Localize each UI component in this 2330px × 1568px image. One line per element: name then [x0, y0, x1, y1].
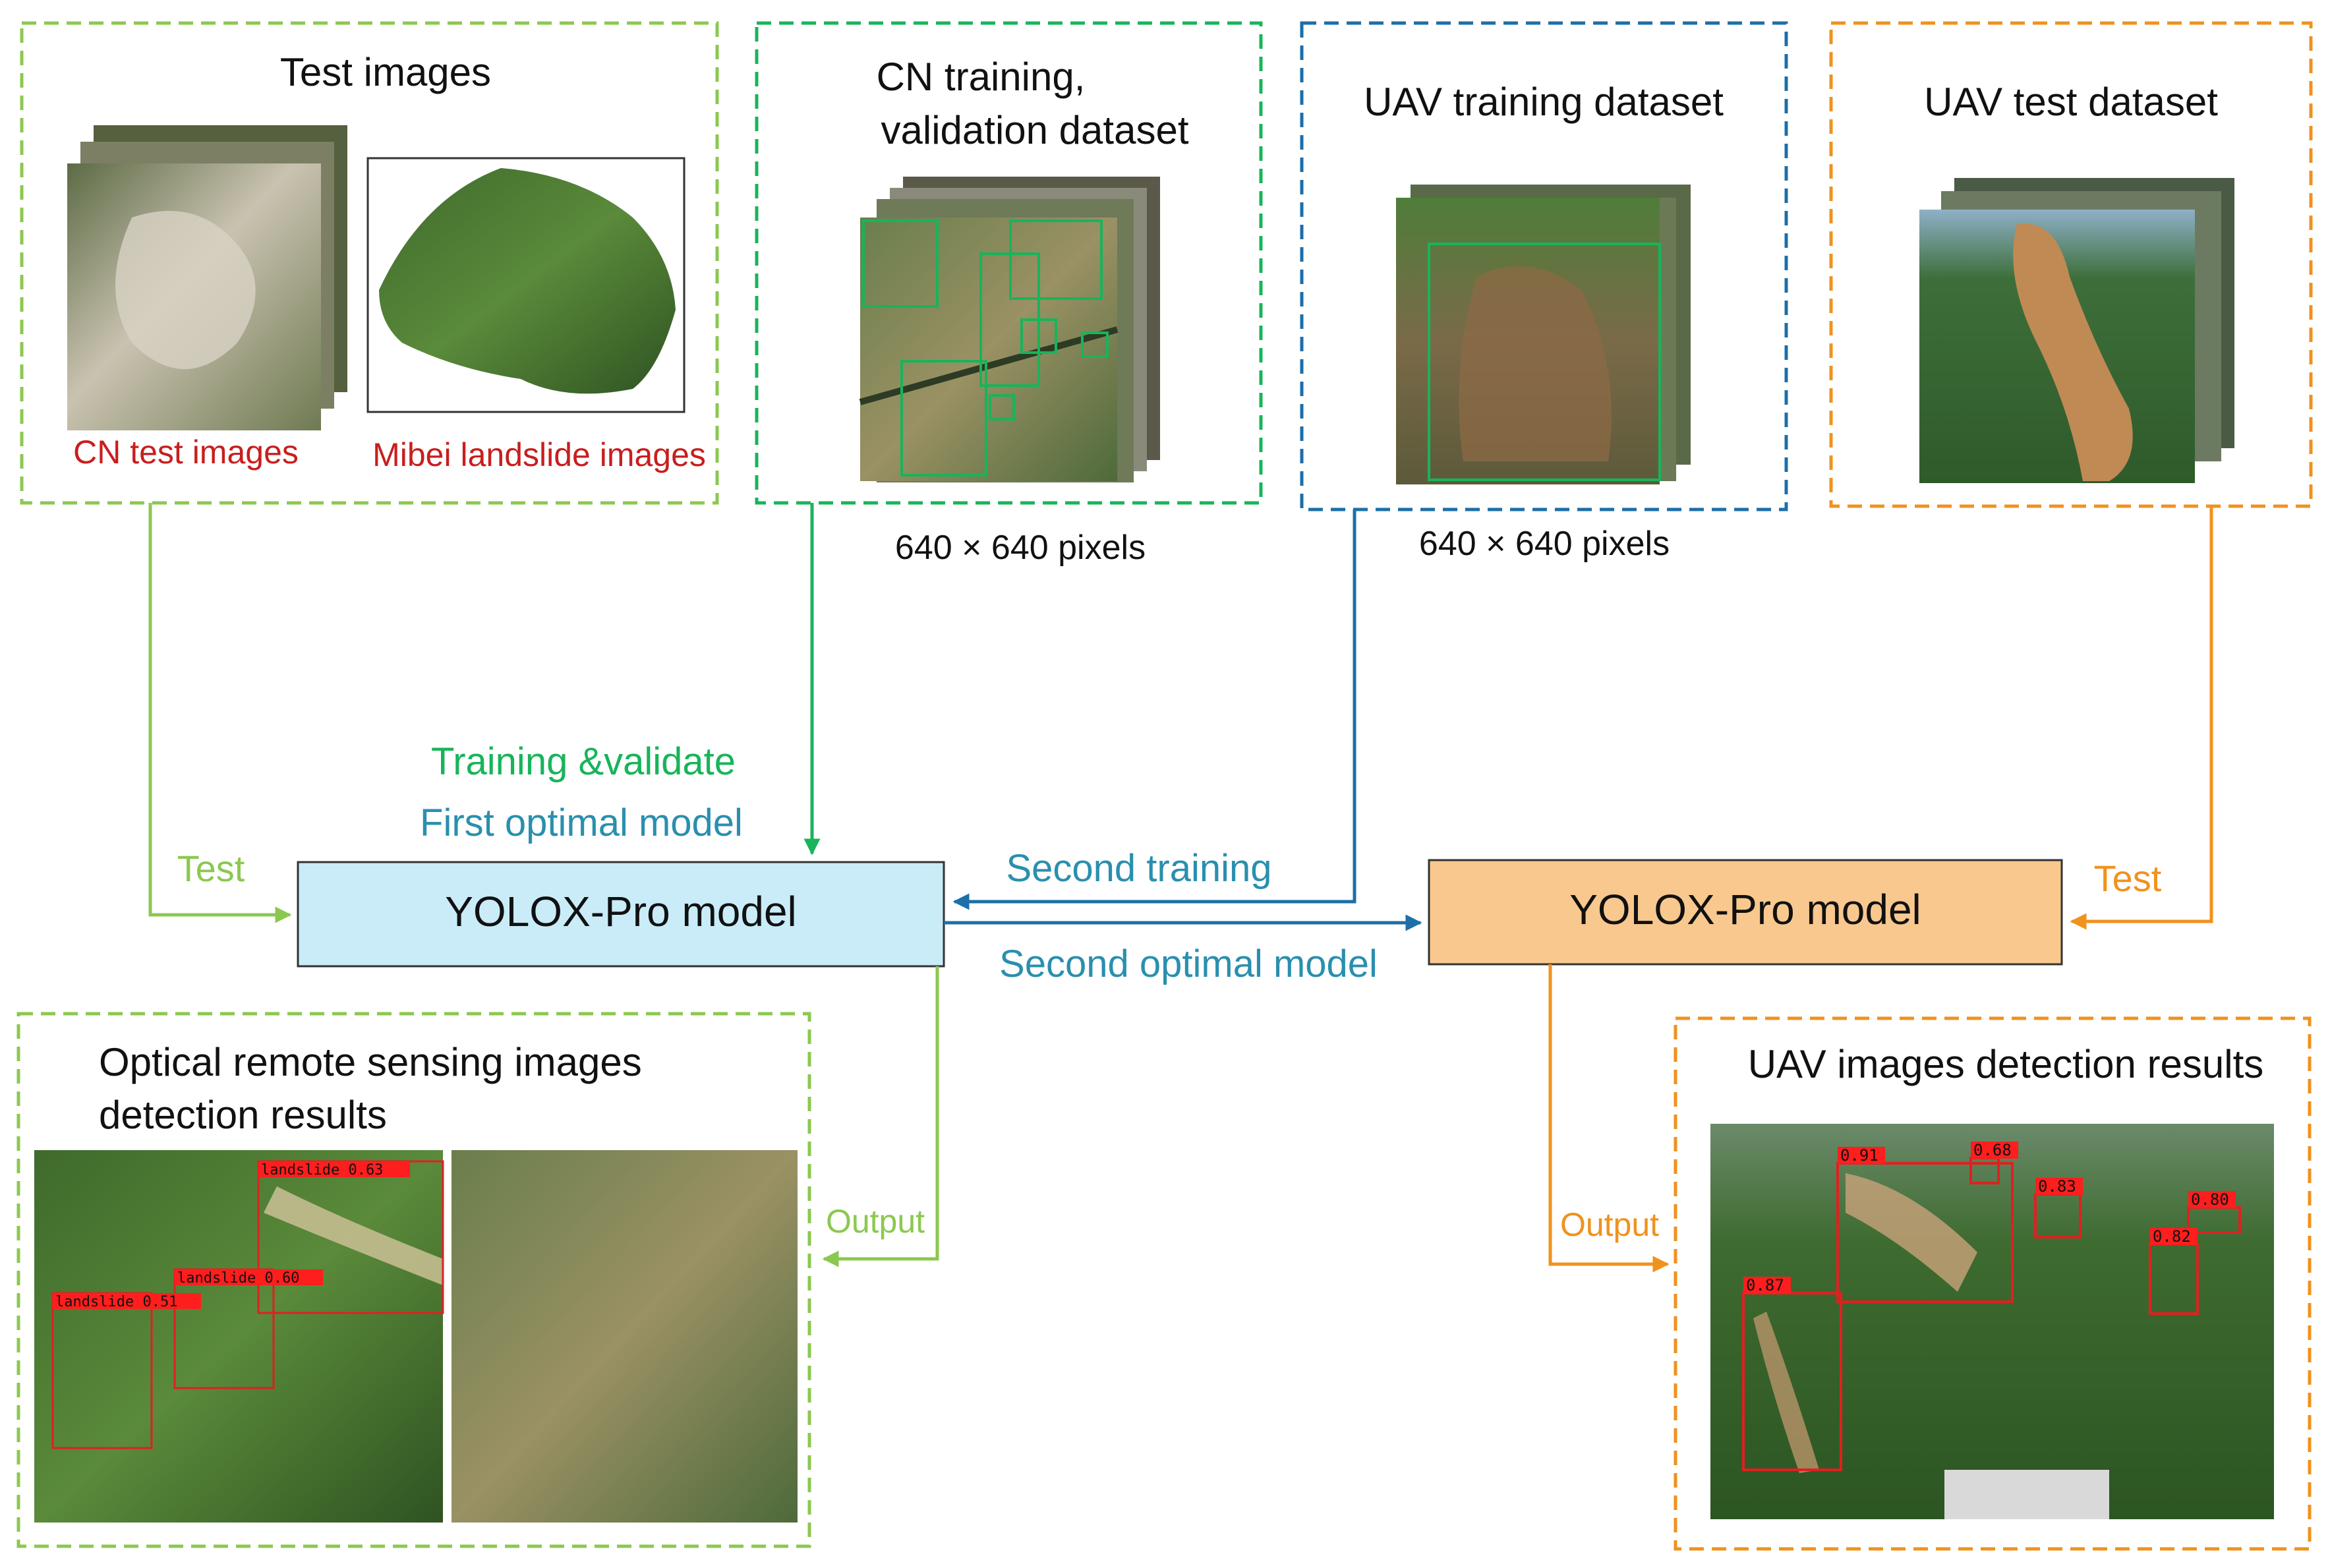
gt-box: [1009, 219, 1103, 300]
gt-box: [900, 360, 987, 477]
debris-flow: [2013, 223, 2133, 481]
gt-box: [1020, 318, 1057, 354]
uav-training-border: [1300, 21, 1788, 511]
yolox-left-node: YOLOX-Pro model: [297, 861, 945, 968]
optical-result-image-2: [451, 1150, 798, 1523]
slide-scar: [1459, 266, 1612, 461]
first-optimal-label: First optimal model: [420, 801, 743, 844]
detection-label-bg: [258, 1161, 410, 1177]
second-optimal-label: Second optimal model: [999, 943, 1378, 985]
detection-label: 0.83: [2038, 1177, 2076, 1196]
detection-label: landslide 0.63: [261, 1162, 383, 1178]
detection-label-bg: [53, 1293, 201, 1309]
cn-training-image: [860, 218, 1117, 481]
test-images-border: [20, 21, 719, 505]
uav-results-border: [1674, 1016, 2312, 1551]
test-left-arrow: [148, 503, 292, 923]
second-training-label: Second training: [1006, 847, 1271, 890]
detection-label-bg: [1743, 1277, 1791, 1294]
uav-size-note: 640 × 640 pixels: [1419, 525, 1670, 563]
gt-box: [1428, 243, 1661, 481]
cn-dataset-panel: CN training, validation dataset 640 × 64…: [755, 21, 1263, 567]
gt-box: [1081, 332, 1109, 358]
yolox-right-node: YOLOX-Pro model: [1428, 859, 2063, 966]
uav-training-panel: UAV training dataset 640 × 640 pixels: [1300, 21, 1788, 563]
detection-label-bg: [2150, 1228, 2198, 1245]
output-left-label: Output: [826, 1203, 925, 1240]
detection-label-bg: [2035, 1178, 2083, 1195]
detection-label-bg: [1971, 1142, 2018, 1159]
cn-test-images-caption: CN test images: [73, 434, 299, 471]
test-images-title: Test images: [280, 50, 491, 94]
optical-result-image-1: [34, 1150, 443, 1523]
mibei-landslide-image: [379, 168, 676, 394]
uav-training-title: UAV training dataset: [1364, 80, 1724, 124]
test-right-label: Test: [2094, 857, 2162, 899]
gt-box: [862, 219, 939, 308]
slide-scar: [1846, 1173, 1977, 1292]
detection-label: 0.82: [2153, 1227, 2191, 1246]
cn-dataset-title-line2: validation dataset: [881, 108, 1189, 152]
detection-label: 0.87: [1746, 1276, 1784, 1294]
output-right-arrow: [1548, 964, 1670, 1273]
detection-label: landslide 0.51: [55, 1294, 177, 1310]
uav-results-title: UAV images detection results: [1748, 1042, 2264, 1086]
gt-box: [989, 394, 1015, 421]
uav-test-border: [1829, 21, 2313, 508]
detection-label: 0.68: [1973, 1141, 2012, 1159]
slide-scar: [1753, 1312, 1819, 1473]
detection-label: landslide 0.60: [177, 1270, 299, 1287]
training-validate-label: Training &validate: [431, 740, 736, 783]
optical-results-title-line1: Optical remote sensing images: [99, 1040, 642, 1084]
detection-label-bg: [175, 1269, 323, 1285]
output-right-label: Output: [1560, 1206, 1659, 1243]
uav-results-panel: UAV images detection results 0.91 0.68 0…: [1674, 1016, 2312, 1551]
cn-size-note: 640 × 640 pixels: [895, 529, 1146, 567]
detection-label-bg: [1838, 1147, 1885, 1164]
cn-dataset-title-line1: CN training,: [877, 55, 1086, 99]
optical-results-title-line2: detection results: [99, 1093, 387, 1137]
yolox-right-label: YOLOX-Pro model: [1569, 886, 1921, 933]
detection-box: [1742, 1292, 1842, 1471]
detection-label: 0.80: [2191, 1190, 2229, 1209]
detection-label: 0.91: [1840, 1146, 1879, 1165]
yolox-left-box: [297, 861, 945, 968]
quarry-area: [115, 211, 256, 369]
test-right-arrow: [2070, 506, 2213, 930]
yolox-left-label: YOLOX-Pro model: [445, 888, 797, 935]
test-left-label: Test: [177, 848, 245, 889]
cn-dataset-border: [755, 21, 1263, 505]
optical-results-panel: Optical remote sensing images detection …: [16, 1012, 811, 1548]
mibei-images-caption: Mibei landslide images: [372, 436, 706, 473]
houses: [1944, 1470, 2109, 1519]
output-left-arrow: [822, 966, 939, 1267]
second-training-arrow: [952, 509, 1356, 910]
uav-test-panel: UAV test dataset: [1829, 21, 2313, 508]
optical-results-border: [16, 1012, 811, 1548]
test-images-panel: Test images CN test images Mibei landsli…: [20, 21, 719, 505]
yolox-right-box: [1428, 859, 2063, 966]
detection-box: [1836, 1162, 2014, 1303]
path-feature: [264, 1186, 443, 1285]
uav-test-title: UAV test dataset: [1924, 80, 2218, 124]
detection-label-bg: [2188, 1191, 2236, 1208]
